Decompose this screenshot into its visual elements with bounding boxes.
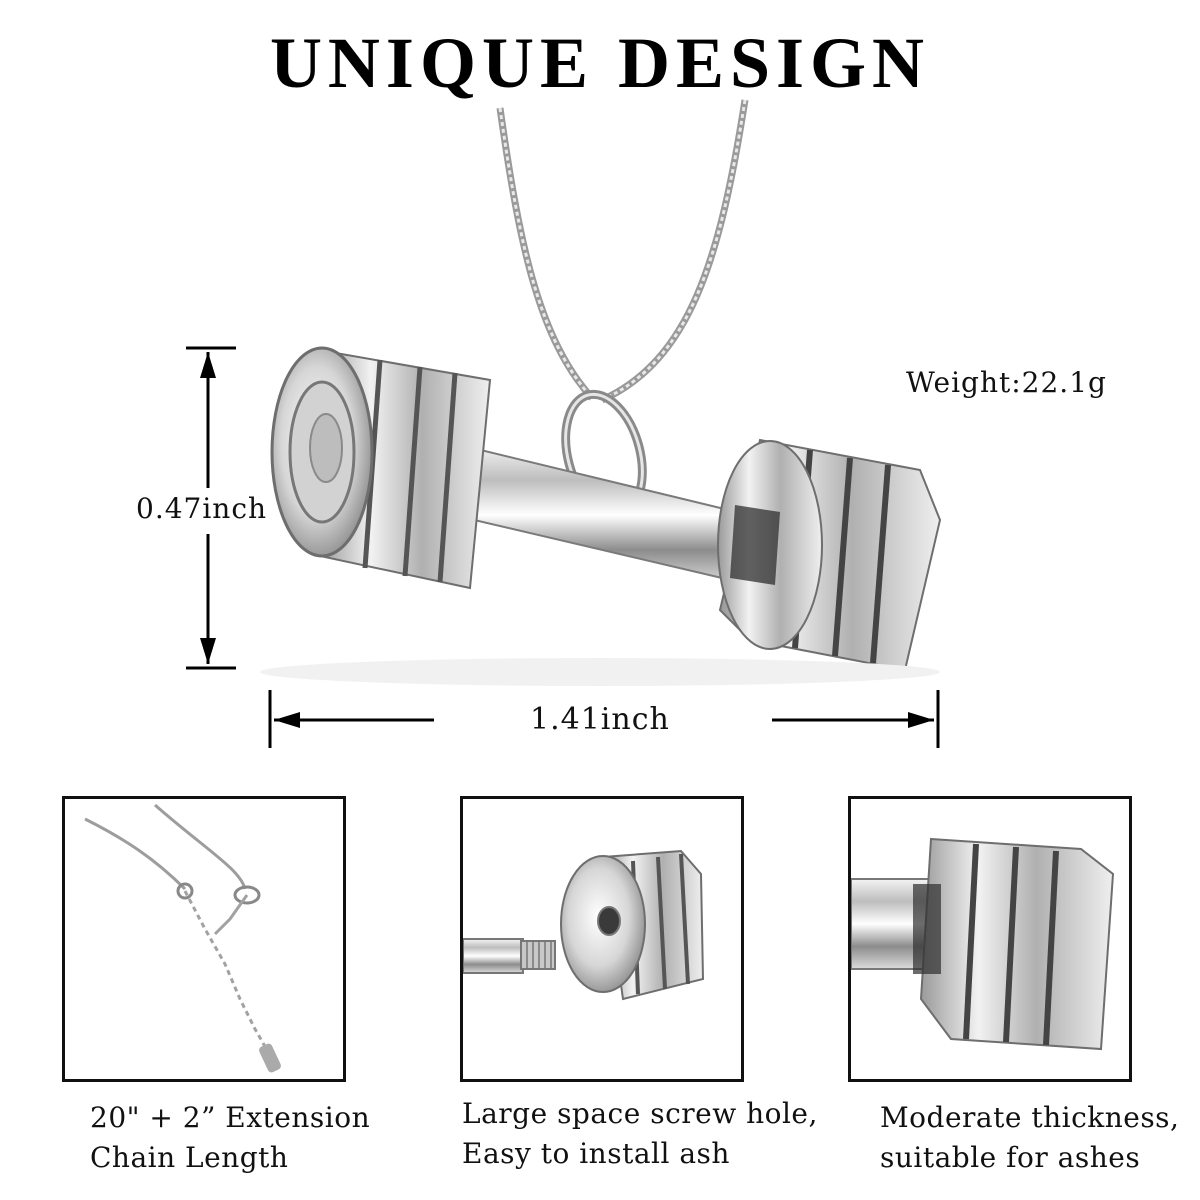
width-dimension-arrow (268, 690, 940, 748)
feature-caption-line: Moderate thickness, (880, 1101, 1180, 1134)
chain (496, 107, 595, 401)
dumbbell-pendant-photo (186, 99, 942, 748)
weight-label: Weight:22.1g (906, 366, 1107, 399)
right-weight (717, 438, 942, 672)
height-label: 0.47inch (136, 492, 268, 525)
height-dimension-arrow (186, 346, 236, 670)
screw-hole-detail-photo (460, 796, 744, 1082)
thickness-detail-photo (848, 796, 1132, 1082)
left-weight (270, 346, 492, 590)
width-label: 1.41inch (530, 702, 670, 737)
feature-caption-line: suitable for ashes (880, 1141, 1141, 1174)
feature-caption-line: 20" + 2” Extension (90, 1101, 371, 1134)
feature-caption-screw: Large space screw hole, Easy to install … (462, 1094, 818, 1174)
feature-caption-line: Easy to install ash (462, 1137, 730, 1170)
feature-caption-line: Chain Length (90, 1141, 289, 1174)
page-title: UNIQUE DESIGN (269, 23, 931, 103)
feature-caption-line: Large space screw hole, (462, 1097, 818, 1130)
chain-detail-photo (62, 796, 346, 1082)
feature-caption-thickness: Moderate thickness, suitable for ashes (880, 1098, 1179, 1178)
feature-caption-chain: 20" + 2” Extension Chain Length (90, 1098, 370, 1178)
